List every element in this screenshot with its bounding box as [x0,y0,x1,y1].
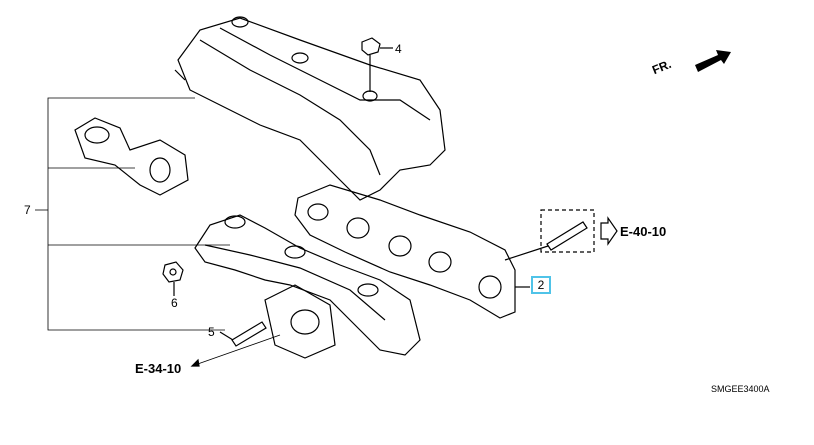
reference-arrow-icon [600,216,618,246]
heat-shield [174,16,446,201]
exhaust-manifold [194,214,421,359]
callout-4: 4 [395,42,402,56]
bracket-7 [35,97,230,331]
gasket-2 [294,184,530,319]
stud-reference [504,209,618,261]
nut-6 [162,261,184,296]
bolt-4 [361,37,393,92]
reference-e-34-10[interactable]: E-34-10 [135,361,182,376]
callout-5: 5 [208,325,215,339]
leader-arrow-icon [190,358,200,367]
callout-7: 7 [24,203,31,217]
callout-6: 6 [171,296,178,310]
drawing-code: SMGEE3400A [711,384,770,394]
reference-e-40-10[interactable]: E-40-10 [620,224,667,239]
stud-5 [219,321,267,347]
converter-flange [74,117,189,196]
callout-2[interactable]: 2 [531,276,551,294]
front-arrow-icon [695,50,731,72]
